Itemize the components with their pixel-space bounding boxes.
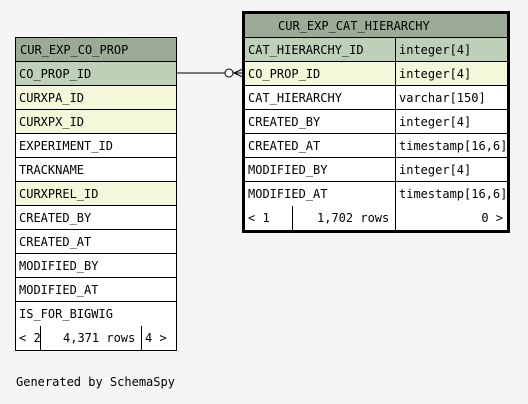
column-name: IS_FOR_BIGWIG bbox=[19, 307, 113, 321]
column-row[interactable]: CURXPA_ID bbox=[16, 86, 176, 110]
generated-by-note: Generated by SchemaSpy bbox=[16, 375, 175, 389]
column-row[interactable]: IS_FOR_BIGWIG bbox=[16, 302, 176, 326]
children-link[interactable]: 0 > bbox=[481, 211, 503, 225]
column-name: CO_PROP_ID bbox=[19, 67, 92, 81]
column-type: varchar[150] bbox=[399, 91, 486, 105]
column-name: MODIFIED_AT bbox=[19, 283, 99, 297]
column-row[interactable]: EXPERIMENT_ID bbox=[16, 134, 176, 158]
column-row[interactable]: CURXPX_ID bbox=[16, 110, 176, 134]
column-row[interactable]: CURXPREL_ID bbox=[16, 182, 176, 206]
column-name: CREATED_BY bbox=[245, 110, 396, 133]
column-name: CAT_HIERARCHY bbox=[245, 86, 396, 109]
column-name: CURXPA_ID bbox=[19, 91, 85, 105]
column-name: CO_PROP_ID bbox=[245, 62, 396, 85]
parents-link[interactable]: < 2 bbox=[16, 326, 41, 350]
column-name: EXPERIMENT_ID bbox=[19, 139, 113, 153]
column-type: timestamp[16,6] bbox=[399, 139, 507, 153]
children-link[interactable]: 4 > bbox=[145, 331, 167, 345]
column-row[interactable]: CREATED_BY bbox=[16, 206, 176, 230]
row-count: 4,371 rows bbox=[41, 326, 142, 350]
column-type: integer[4] bbox=[399, 115, 472, 129]
column-row[interactable]: CREATED_AT bbox=[16, 230, 176, 254]
parents-link[interactable]: < 1 bbox=[245, 206, 293, 230]
column-type: integer[4] bbox=[399, 43, 472, 57]
row-count: 1,702 rows bbox=[293, 206, 396, 230]
column-name: MODIFIED_BY bbox=[19, 259, 99, 273]
column-name: CURXPREL_ID bbox=[19, 187, 99, 201]
table-header[interactable]: CUR_EXP_CAT_HIERARCHY bbox=[245, 14, 507, 38]
column-type: integer[4] bbox=[399, 67, 472, 81]
column-list: CO_PROP_ID CURXPA_ID CURXPX_ID EXPERIMENT_I… bbox=[16, 62, 176, 326]
column-row[interactable]: MODIFIED_AT bbox=[16, 278, 176, 302]
column-row[interactable]: CO_PROP_ID bbox=[16, 62, 176, 86]
table-footer: < 2 4,371 rows 4 > bbox=[16, 326, 176, 350]
column-name: CREATED_BY bbox=[19, 211, 92, 225]
column-row[interactable]: TRACKNAME bbox=[16, 158, 176, 182]
table-cur-exp-co-prop[interactable]: CUR_EXP_CO_PROP CO_PROP_ID CURXPA_ID CURXP… bbox=[15, 37, 177, 351]
column-row[interactable]: MODIFIED_BY bbox=[16, 254, 176, 278]
column-name: CREATED_AT bbox=[19, 235, 92, 249]
column-name: TRACKNAME bbox=[19, 163, 85, 177]
column-name: MODIFIED_BY bbox=[245, 158, 396, 181]
table-header[interactable]: CUR_EXP_CO_PROP bbox=[16, 38, 176, 62]
column-name: MODIFIED_AT bbox=[245, 182, 396, 206]
column-name: CURXPX_ID bbox=[19, 115, 85, 129]
column-type: integer[4] bbox=[399, 163, 472, 177]
optional-circle bbox=[224, 68, 234, 78]
table-footer: < 1 1,702 rows 0 > bbox=[245, 206, 507, 230]
column-type: timestamp[16,6] bbox=[399, 187, 507, 201]
column-name: CAT_HIERARCHY_ID bbox=[245, 38, 396, 61]
column-name: CREATED_AT bbox=[245, 134, 396, 157]
